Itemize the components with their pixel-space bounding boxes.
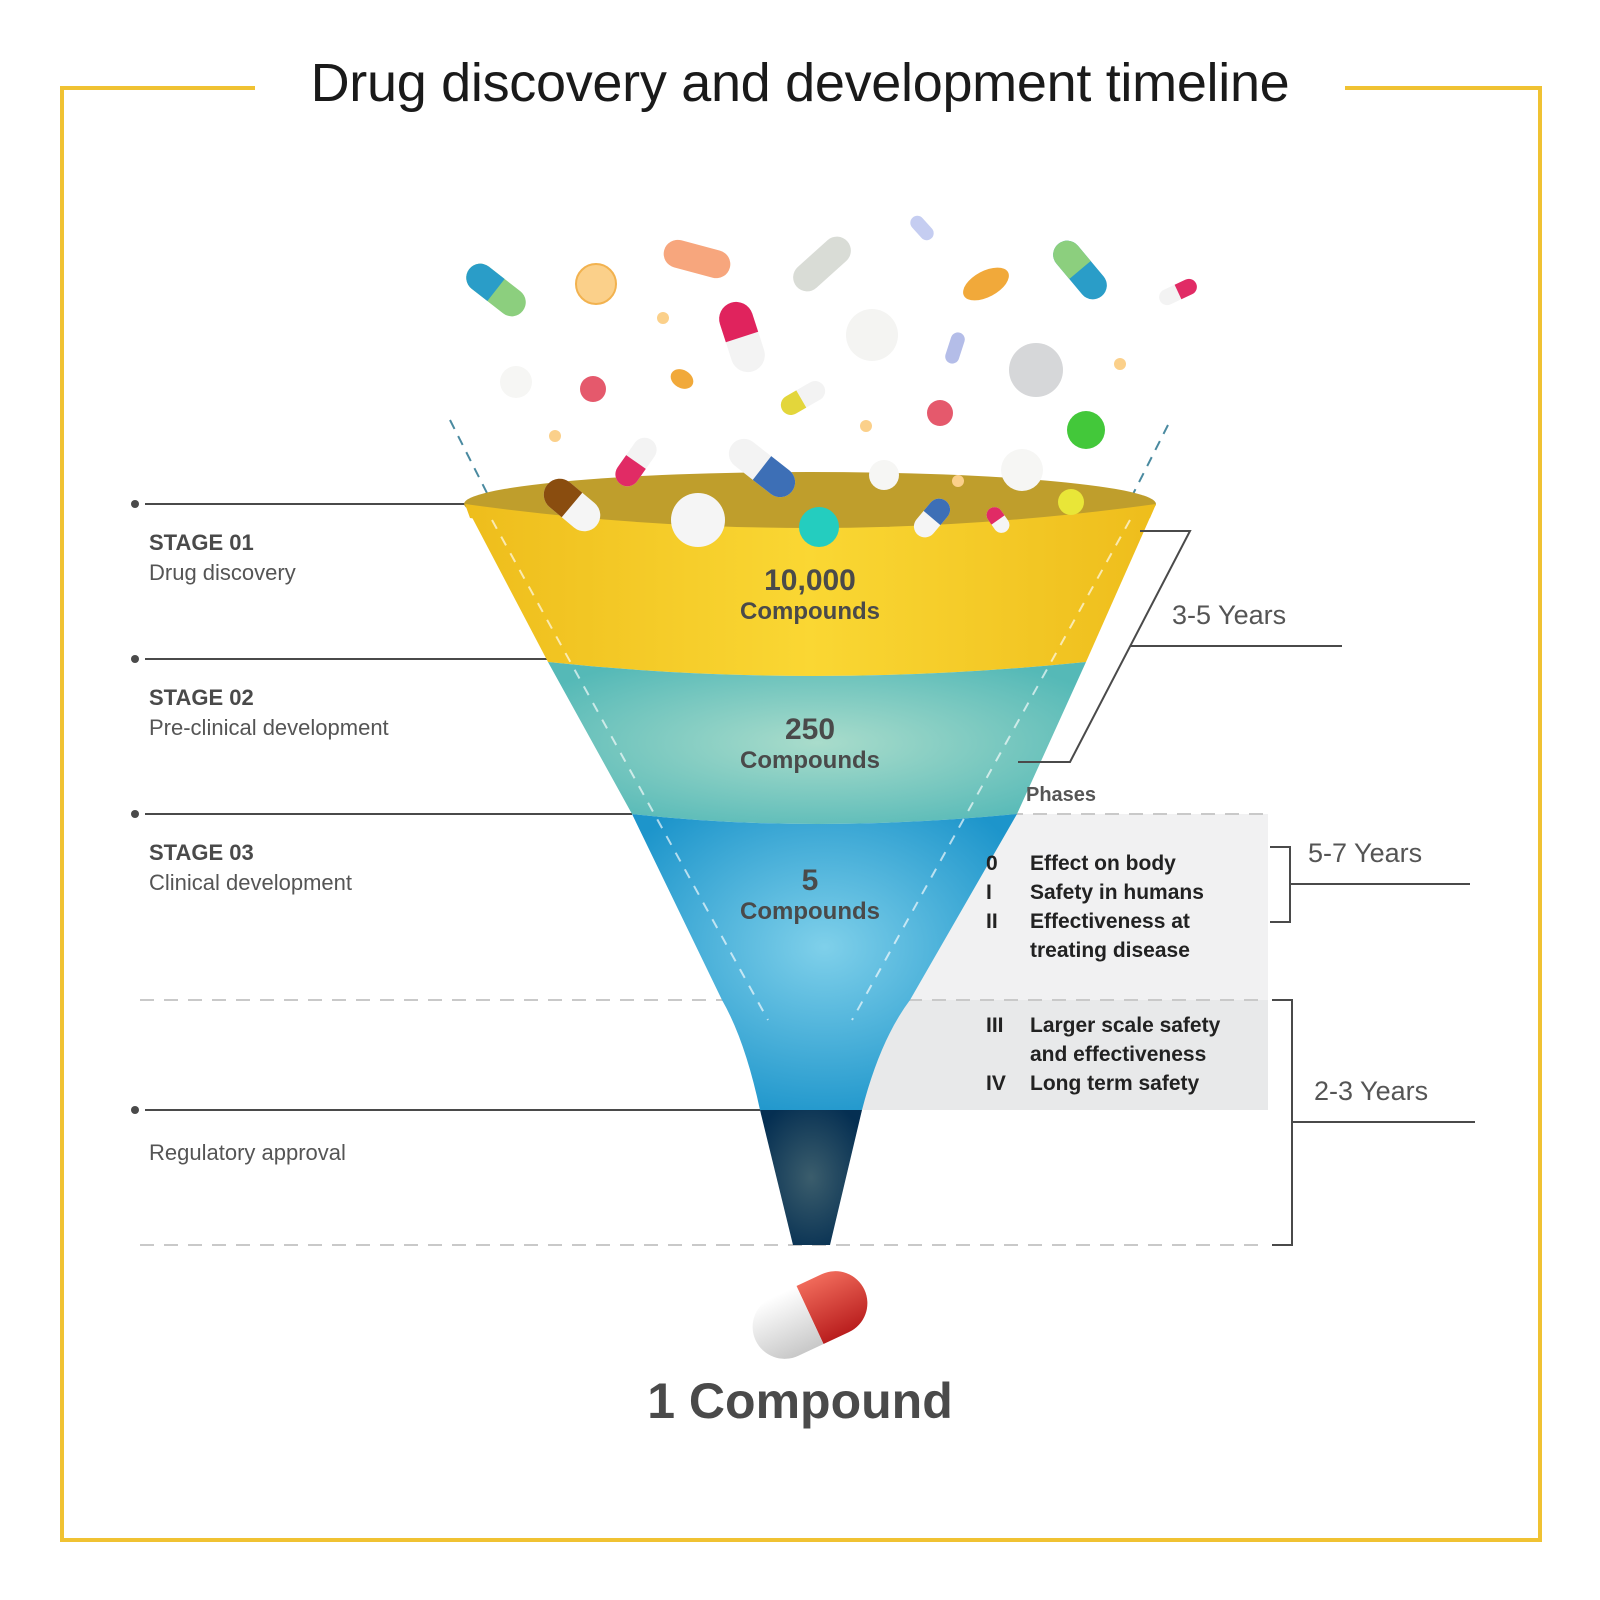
funnel-rim-front xyxy=(465,504,1156,543)
duration-3-5-years: 3-5 Years xyxy=(1172,600,1287,630)
frame xyxy=(60,86,1542,1542)
result-label: 1 Compound xyxy=(647,1373,953,1429)
stage-1-label: STAGE 01 Drug discovery xyxy=(149,530,296,586)
count-unit: Compounds xyxy=(740,598,880,625)
count-unit: Compounds xyxy=(740,747,880,774)
phase-text: Safety in humans xyxy=(1030,881,1204,904)
bracket-5-7-years xyxy=(1270,846,1291,923)
bracket-2-3-years xyxy=(1272,999,1293,1246)
stage-3-count: 5 Compounds xyxy=(680,864,940,926)
phase-row: III Larger scale safety xyxy=(986,1014,1220,1038)
phase-row: II Effectiveness at xyxy=(986,910,1190,934)
phase-row: IV Long term safety xyxy=(986,1072,1199,1096)
stage-name: Pre-clinical development xyxy=(149,715,389,740)
funnel-stage-1 xyxy=(465,504,1156,676)
stage-code: STAGE 03 xyxy=(149,840,254,865)
falling-pills xyxy=(466,215,1197,498)
phase-text: treating disease xyxy=(1030,939,1190,962)
cone-guide-left xyxy=(449,419,489,496)
phase-number: I xyxy=(986,881,992,904)
pills-in-funnel xyxy=(543,478,1084,547)
stage-2-label: STAGE 02 Pre-clinical development xyxy=(149,685,389,741)
phase-number: 0 xyxy=(986,852,998,875)
duration-5-7-years: 5-7 Years xyxy=(1308,838,1423,868)
phase-row: treating disease xyxy=(986,939,1190,963)
stage-1-count: 10,000 Compounds xyxy=(680,564,940,626)
capsule-icon xyxy=(752,1271,868,1359)
count-value: 250 xyxy=(784,713,836,746)
phases-title: Phases xyxy=(1026,784,1097,806)
stage-leaders xyxy=(131,500,760,1114)
phase-text: Effect on body xyxy=(1030,852,1176,875)
count-value: 5 xyxy=(801,864,819,897)
phase-text: Larger scale safety xyxy=(1030,1014,1221,1037)
phase-row: I Safety in humans xyxy=(986,881,1204,905)
stage-3-label: STAGE 03 Clinical development xyxy=(149,840,352,896)
count-unit: Compounds xyxy=(740,898,880,925)
stage-name: Clinical development xyxy=(149,870,352,895)
duration-2-3-years: 2-3 Years xyxy=(1314,1076,1429,1106)
funnel-stage-3 xyxy=(632,814,1017,1110)
cone-guide-right xyxy=(1129,424,1169,501)
phase-text: and effectiveness xyxy=(1030,1043,1207,1066)
stage-2-count: 250 Compounds xyxy=(680,713,940,775)
stage-name: Drug discovery xyxy=(149,560,296,585)
funnel-seams xyxy=(491,519,1131,1021)
count-value: 10,000 xyxy=(764,564,856,597)
stage-code: STAGE 01 xyxy=(149,530,254,555)
funnel-stage-2 xyxy=(548,662,1086,824)
phase-text: Long term safety xyxy=(1030,1072,1200,1095)
phase-row: 0 Effect on body xyxy=(986,852,1176,876)
phase-number: IV xyxy=(986,1072,1006,1095)
phase-number: II xyxy=(986,910,998,933)
phase-row: and effectiveness xyxy=(986,1043,1206,1067)
funnel-regulatory xyxy=(760,1110,862,1245)
regulatory-label: Regulatory approval xyxy=(149,1140,346,1165)
page-title: Drug discovery and development timeline xyxy=(310,53,1290,113)
funnel-rim xyxy=(464,472,1156,536)
phases-panel-lower xyxy=(850,1000,1268,1110)
stage-code: STAGE 02 xyxy=(149,685,254,710)
phase-number: III xyxy=(986,1014,1004,1037)
phase-text: Effectiveness at xyxy=(1030,910,1190,933)
